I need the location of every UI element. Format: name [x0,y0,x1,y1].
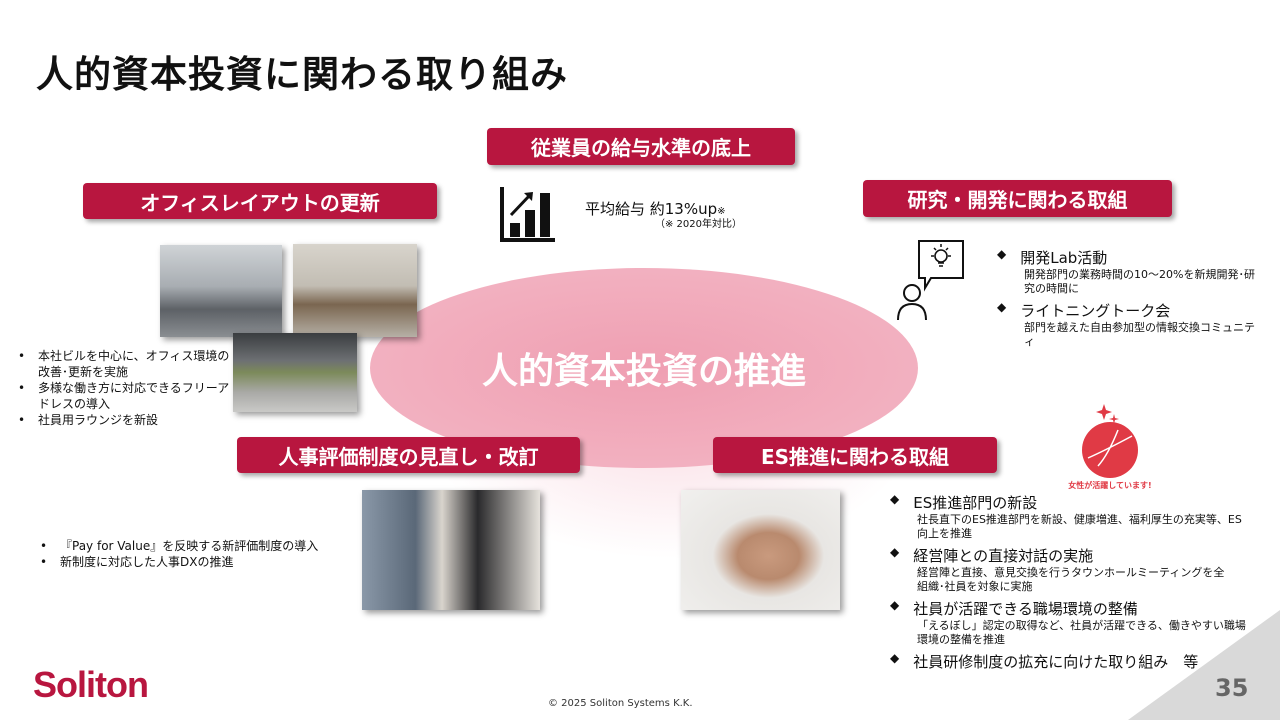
salary-mark: ※ [717,206,726,217]
salary-note: （※ 2020年対比） [655,219,743,230]
eruboshi-logo: 女性が活躍しています! [1068,404,1152,490]
office-banner: オフィスレイアウトの更新 [83,183,437,219]
diamond-icon: ◆ [890,545,900,559]
office-bullet: 本社ビルを中心に、オフィス環境の改善･更新を実施 [16,348,231,380]
thumbs-up-photo [681,490,840,610]
diamond-icon: ◆ [890,651,900,665]
diamond-icon: ◆ [890,492,900,506]
center-title: 人的資本投資の推進 [481,351,806,392]
es-banner: ES推進に関わる取組 [713,437,997,473]
es-item-desc: 経営陣と直接、意見交換を行うタウンホールミーティングを全組織･社員を対象に実施 [917,566,1225,593]
interview-photo [362,490,540,610]
es-item: ◆社員が活躍できる職場環境の整備 [890,598,1138,618]
es-list: ◆ES推進部門の新設 社長直下のES推進部門を新設、健康増進、福利厚生の充実等、… [890,488,1250,672]
rnd-item: ◆ライトニングトーク会 [997,300,1171,320]
center-ellipse: 人的資本投資の推進 [370,268,918,468]
copyright: © 2025 Soliton Systems K.K. [548,698,693,709]
hr-bullet: 新制度に対応した人事DXの推進 [38,554,368,570]
hr-banner: 人事評価制度の見直し・改訂 [237,437,580,473]
diamond-icon: ◆ [890,598,900,612]
rnd-item-desc: 部門を越えた自由参加型の情報交換コミュニティ [1024,321,1255,348]
office-bullet: 社員用ラウンジを新設 [16,412,231,428]
corner-triangle [1128,610,1280,720]
rnd-banner: 研究・開発に関わる取組 [863,180,1172,217]
salary-text: 平均給与 約13%up※ [585,198,726,219]
hr-bullets: 『Pay for Value』を反映する新評価制度の導入 新制度に対応した人事D… [38,538,368,570]
rnd-item: ◆開発Lab活動 [997,247,1108,267]
rnd-item-desc: 開発部門の業務時間の10～20%を新規開発･研究の時間に [1024,268,1255,295]
rnd-list: ◆開発Lab活動 開発部門の業務時間の10～20%を新規開発･研究の時間に ◆ラ… [997,243,1257,349]
es-item: ◆経営陣との直接対話の実施 [890,545,1094,565]
office-photo-2 [293,244,417,337]
office-photo-1 [160,245,282,337]
salary-value: 平均給与 約13%up [585,200,718,218]
office-photo-3 [233,333,357,412]
es-item-desc: 「えるぼし」認定の取得など、社員が活躍できる、働きやすい職場環境の整備を推進 [917,619,1246,646]
es-item: ◆ES推進部門の新設 [890,492,1038,512]
bar-chart-icon [500,187,555,242]
diamond-icon: ◆ [997,300,1007,314]
hr-bullet: 『Pay for Value』を反映する新評価制度の導入 [38,538,368,554]
es-item-desc: 社長直下のES推進部門を新設、健康増進、福利厚生の充実等、ES向上を推進 [917,513,1242,540]
page-number: 35 [1215,674,1249,702]
person-idea-icon [897,240,964,321]
office-bullets: 本社ビルを中心に、オフィス環境の改善･更新を実施 多様な働き方に対応できるフリー… [16,348,231,428]
es-item: ◆社員研修制度の拡充に向けた取り組み 等 [890,651,1199,671]
svg-text:女性が活躍しています!: 女性が活躍しています! [1068,480,1151,490]
soliton-logo: Soliton [33,664,149,705]
diamond-icon: ◆ [997,247,1007,261]
page-title: 人的資本投資に関わる取り組み [36,53,568,96]
office-bullet: 多様な働き方に対応できるフリーアドレスの導入 [16,380,231,412]
salary-banner: 従業員の給与水準の底上 [487,128,795,165]
